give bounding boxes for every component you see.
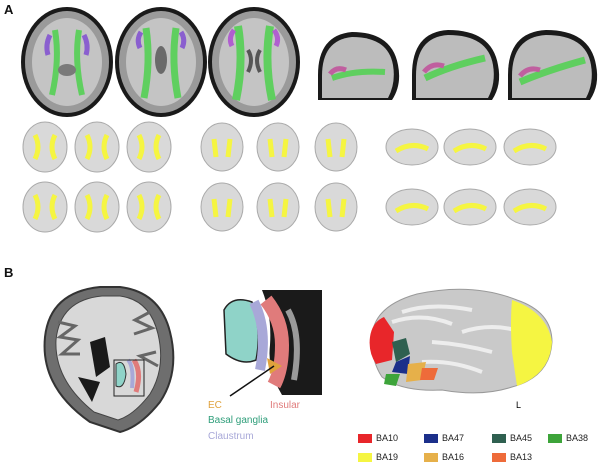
legend-label-ba47: BA47 xyxy=(442,433,465,443)
basal-ganglia-label: Basal ganglia xyxy=(208,415,269,426)
lateral-brain-render xyxy=(369,288,553,394)
legend-label-ba19: BA19 xyxy=(376,452,399,462)
ec-label: EC xyxy=(208,400,222,411)
legend-label-ba13: BA13 xyxy=(510,452,533,462)
sagittal-slice-1 xyxy=(318,32,400,100)
legend-swatch-ba47 xyxy=(424,434,438,443)
axial-slice-3 xyxy=(208,7,300,117)
sagittal-slice-3 xyxy=(508,30,598,100)
insula-zoom-schematic xyxy=(223,290,322,397)
axial-slice-2 xyxy=(115,7,207,117)
coronal-brain-schematic xyxy=(43,286,175,434)
hemisphere-label: L xyxy=(516,400,522,410)
legend-swatch-ba38 xyxy=(548,434,562,443)
claustrum-label: Claustrum xyxy=(208,431,254,442)
activation-slice-grid xyxy=(22,121,557,233)
legend-swatch-ba16 xyxy=(424,453,438,462)
ba19-region xyxy=(511,300,552,386)
ba38-region xyxy=(384,374,400,386)
legend-label-ba45: BA45 xyxy=(510,433,533,443)
ba10-region xyxy=(369,317,394,364)
legend-label-ba16: BA16 xyxy=(442,452,465,462)
panel-a-label: A xyxy=(4,2,14,17)
legend-swatch-ba45 xyxy=(492,434,506,443)
ba45-region xyxy=(392,338,410,362)
axial-slice-1 xyxy=(21,7,113,117)
legend-label-ba10: BA10 xyxy=(376,433,399,443)
legend-swatch-ba10 xyxy=(358,434,372,443)
ba13-region xyxy=(420,368,438,380)
tract-axial-slices xyxy=(21,7,598,117)
insular-label: Insular xyxy=(270,400,301,411)
legend-label-ba38: BA38 xyxy=(566,433,589,443)
ba47-region xyxy=(392,356,410,374)
panel-b-label: B xyxy=(4,265,14,280)
legend-swatch-ba13 xyxy=(492,453,506,462)
legend-swatch-ba19 xyxy=(358,453,372,462)
sagittal-slice-2 xyxy=(412,30,500,100)
